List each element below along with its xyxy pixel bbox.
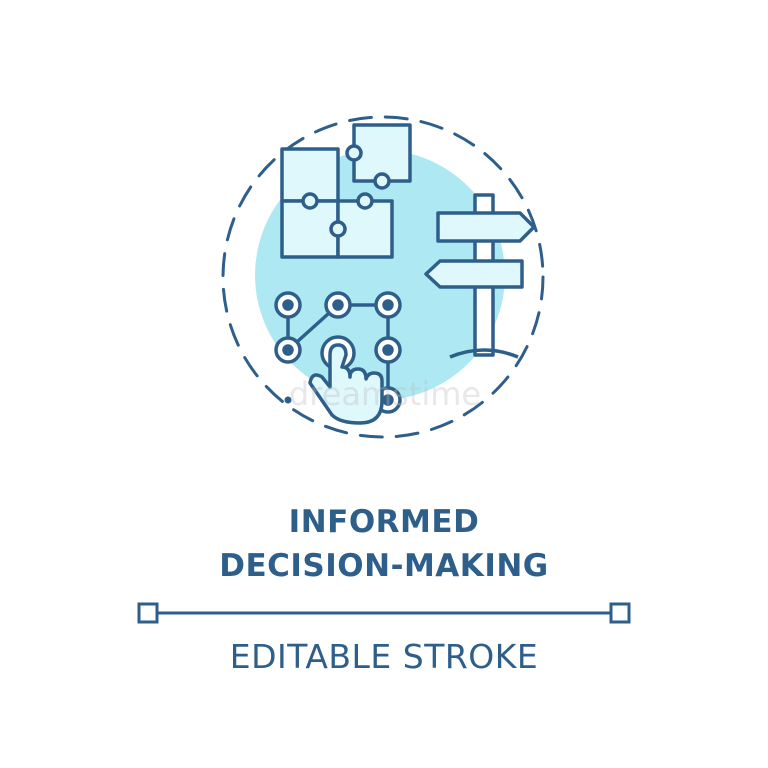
title-line-2: DECISION-MAKING [219,548,549,584]
pattern-lock-icon [274,291,402,414]
puzzle-icon [280,123,412,259]
pointing-hand-icon [308,335,384,425]
left-handle-icon [137,602,159,624]
signpost-icon [424,193,536,359]
concept-title: INFORMED DECISION-MAKING [0,500,768,588]
concept-illustration [221,115,545,439]
title-line-1: INFORMED [288,504,480,540]
right-handle-icon [609,602,631,624]
dashed-ring-icon [221,115,545,439]
editable-stroke-label: EDITABLE STROKE [229,637,539,676]
stroke-divider [137,602,631,624]
